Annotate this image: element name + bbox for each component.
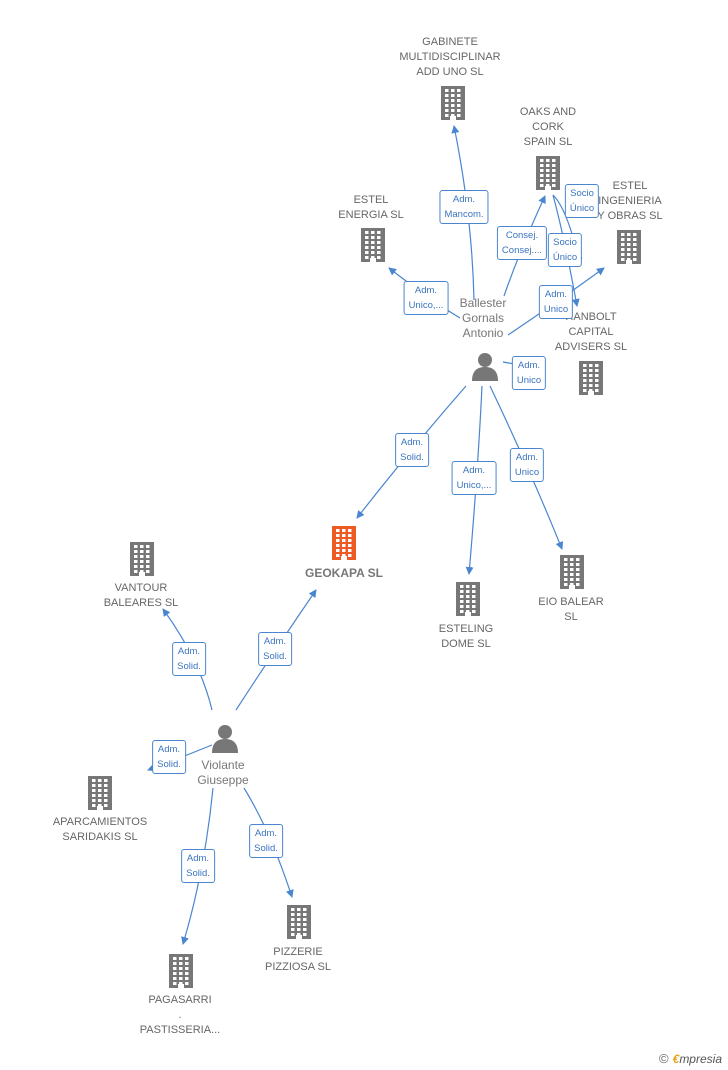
building-icon[interactable] [358, 228, 388, 267]
edge-label[interactable]: Adm. Solid. [181, 849, 215, 883]
building-icon[interactable] [438, 86, 468, 125]
building-icon[interactable] [127, 542, 157, 581]
company-name-label[interactable]: GEOKAPA SL [304, 566, 384, 580]
edge-label[interactable]: Consej. Consej.... [496, 226, 548, 260]
edge-label[interactable]: Adm. Unico [538, 285, 574, 319]
company-name-label[interactable]: OAKS AND CORK SPAIN SL [519, 106, 577, 148]
edge-label[interactable]: Adm. Unico [509, 448, 545, 482]
building-icon[interactable] [533, 156, 563, 195]
person-name-label[interactable]: Violante Giuseppe [197, 758, 249, 787]
brand-name: mpresia [679, 1052, 722, 1066]
edge-label[interactable]: Adm. Unico,... [403, 281, 449, 315]
company-name-label[interactable]: ESTEL ENERGIA SL [338, 194, 404, 221]
building-icon[interactable] [166, 954, 196, 993]
edge-label[interactable]: Adm. Unico [511, 356, 547, 390]
company-name-label[interactable]: PAGASARRI . PASTISSERIA... [139, 994, 221, 1036]
building-icon[interactable] [329, 526, 359, 565]
edge-label[interactable]: Adm. Unico,... [451, 461, 497, 495]
edge-label[interactable]: Adm. Solid. [172, 642, 206, 676]
company-name-label[interactable]: ESTEL INGENIERIA Y OBRAS SL [597, 180, 663, 222]
edge-label[interactable]: Socio Único [564, 184, 600, 218]
company-name-label[interactable]: ESTELING DOME SL [438, 623, 494, 650]
edge-label[interactable]: Adm. Solid. [249, 824, 283, 858]
company-name-label[interactable]: EIO BALEAR SL [538, 596, 604, 623]
company-name-label[interactable]: VANTOUR BALEARES SL [103, 582, 179, 609]
company-name-label[interactable]: HANBOLT CAPITAL ADVISERS SL [554, 311, 628, 353]
person-name-label[interactable]: Ballester Gornals Antonio [459, 296, 507, 340]
edge-label[interactable]: Adm. Mancom. [439, 190, 489, 224]
edge-label[interactable]: Adm. Solid. [258, 632, 292, 666]
company-name-label[interactable]: APARCAMIENTOS SARIDAKIS SL [52, 816, 148, 843]
brand-watermark: ©€mpresia [659, 1051, 722, 1066]
building-icon[interactable] [557, 555, 587, 594]
person-icon[interactable] [470, 351, 500, 386]
edge-label[interactable]: Adm. Solid. [395, 433, 429, 467]
building-icon[interactable] [576, 361, 606, 400]
edge-label[interactable]: Socio Único [547, 233, 583, 267]
copyright-symbol: © [659, 1051, 669, 1066]
company-name-label[interactable]: GABINETE MULTIDISCIPLINAR ADD UNO SL [399, 36, 501, 78]
edge-label[interactable]: Adm. Solid. [152, 740, 186, 774]
building-icon[interactable] [284, 905, 314, 944]
person-icon[interactable] [210, 723, 240, 758]
building-icon[interactable] [85, 776, 115, 815]
building-icon[interactable] [614, 230, 644, 269]
building-icon[interactable] [453, 582, 483, 621]
brand-logo-letter: € [672, 1052, 680, 1066]
company-name-label[interactable]: PIZZERIE PIZZIOSA SL [264, 946, 332, 973]
